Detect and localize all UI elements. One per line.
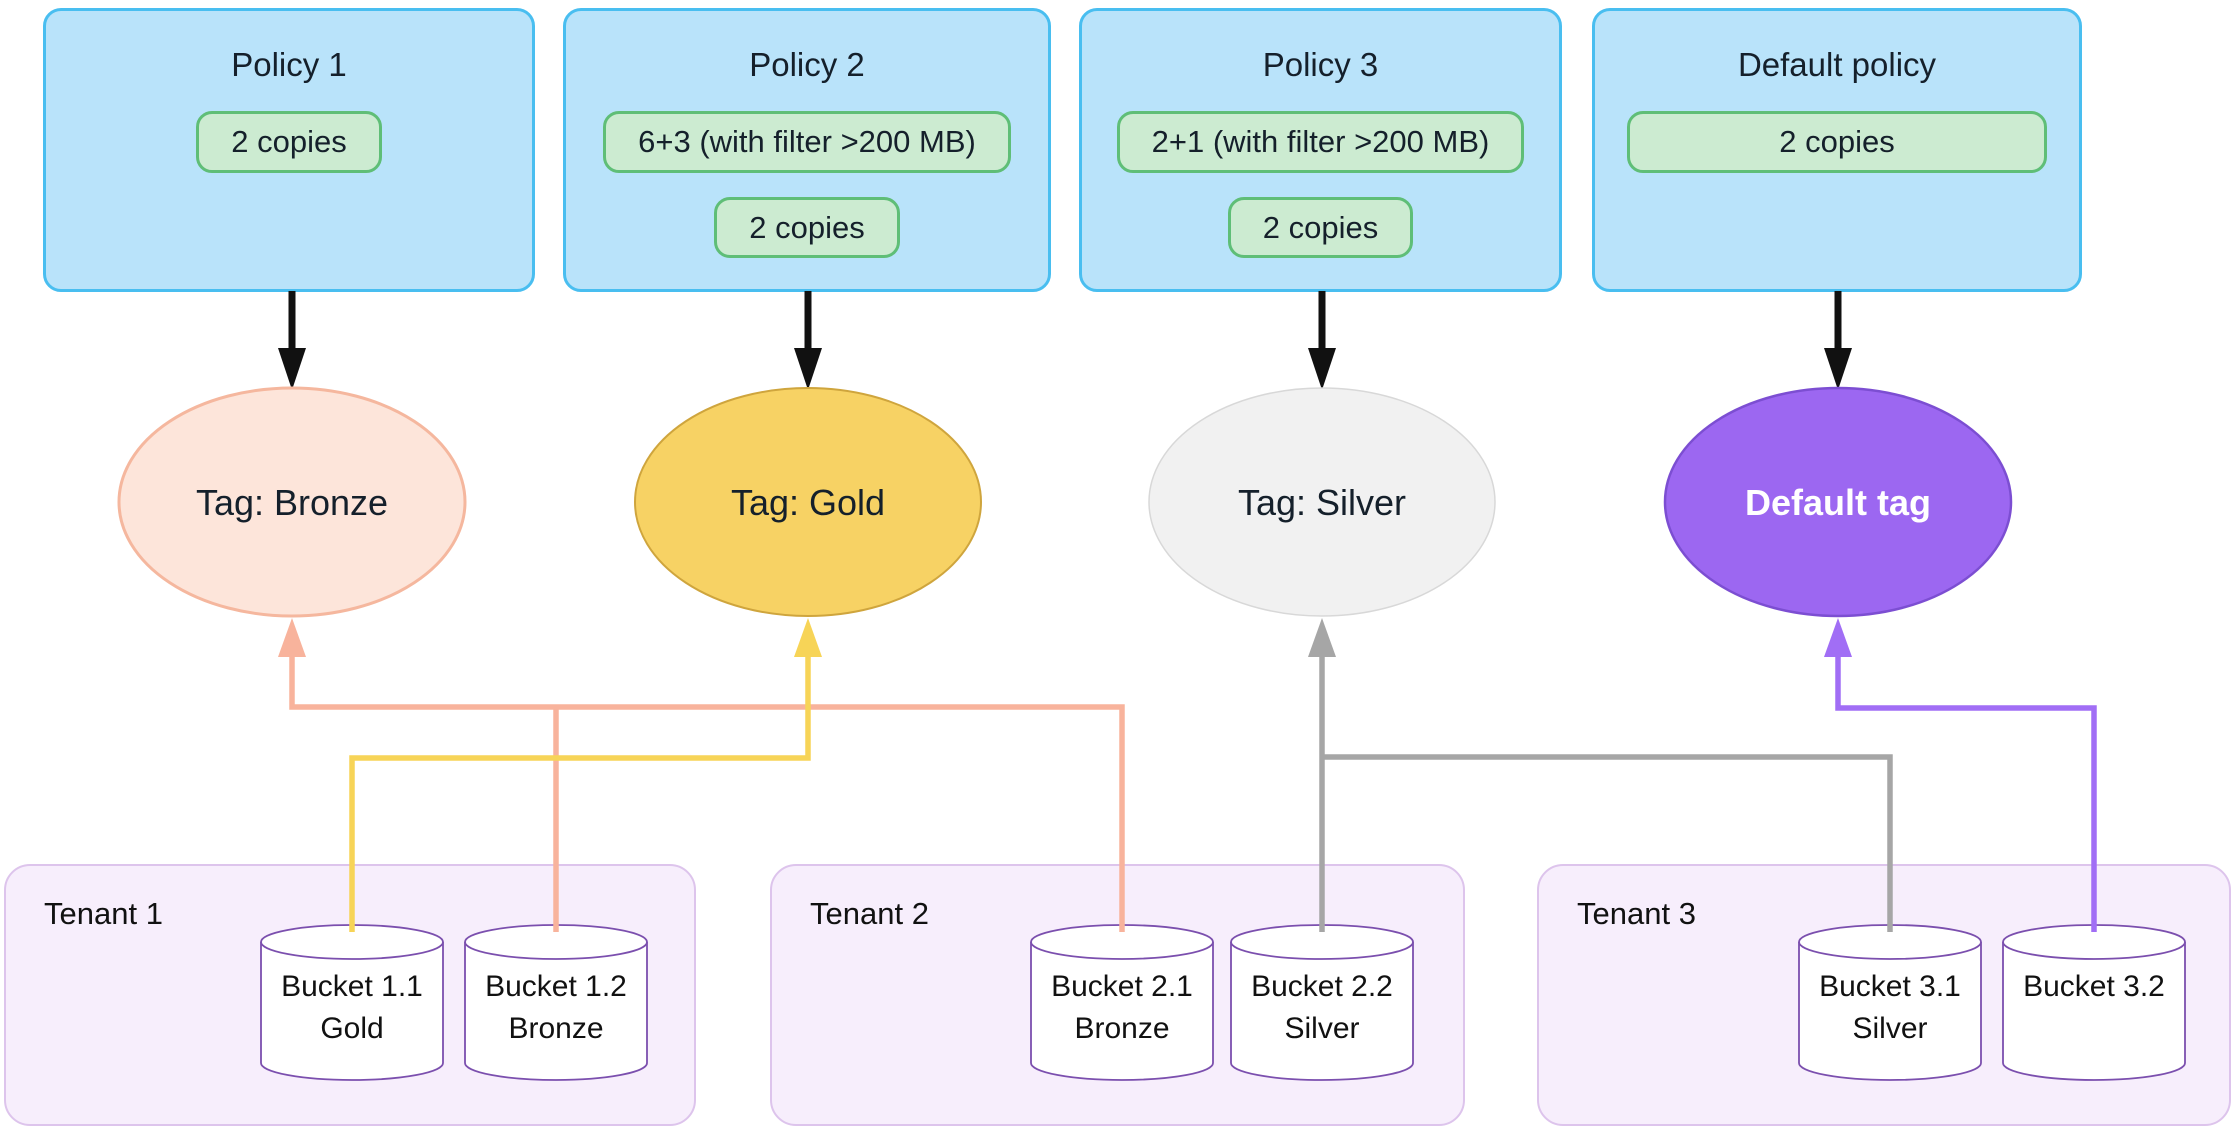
bucket-tag: Bronze (1074, 1012, 1170, 1045)
cylinder-body (1230, 942, 1414, 1081)
connector-silver-line (1319, 654, 1893, 932)
rule-pill: 2 copies (1627, 111, 2047, 173)
gold-arrow-head-icon (794, 618, 822, 657)
policy-box-2: Policy 2 6+3 (with filter >200 MB) 2 cop… (563, 8, 1051, 292)
bucket-name: Bucket 2.2 (1251, 970, 1393, 1003)
bucket-label: Bucket 1.1 Gold (258, 966, 446, 1050)
bucket-name: Bucket 1.2 (485, 970, 627, 1003)
policy-title: Policy 3 (1262, 46, 1379, 83)
bucket-cylinder-icon (464, 924, 648, 1081)
cylinder-body (260, 942, 444, 1081)
connector-purple-line (1835, 654, 2097, 932)
connector-gold-line (349, 654, 811, 932)
bucket-label: Bucket 1.2 Bronze (462, 966, 650, 1050)
bucket-name: Bucket 2.1 (1051, 970, 1193, 1003)
bucket-3-1: Bucket 3.1 Silver (1796, 920, 1984, 1086)
policy-title: Default policy (1737, 46, 1937, 83)
bucket-tag: Silver (1284, 1012, 1360, 1045)
tenant-label: Tenant 2 (810, 896, 929, 931)
policy-rules: 2+1 (with filter >200 MB) 2 copies (1116, 111, 1525, 259)
policy-rules: 6+3 (with filter >200 MB) 2 copies (603, 111, 1011, 259)
rule-pill: 2+1 (with filter >200 MB) (1116, 111, 1525, 173)
bucket-cylinder-icon (1030, 924, 1214, 1081)
rule-pill: 2 copies (196, 111, 382, 173)
silver-arrow-head-icon (1308, 618, 1336, 657)
bucket-tag: Gold (320, 1012, 384, 1045)
rule-pill: 2 copies (714, 196, 900, 259)
tenant-label: Tenant 1 (44, 896, 163, 931)
bucket-cylinder-icon (260, 924, 444, 1081)
tag-label-gold: Tag: Gold (730, 482, 886, 523)
bucket-label: Bucket 3.2 (2000, 966, 2188, 1008)
policy-arrow-head-icon (278, 348, 306, 390)
bucket-name: Bucket 3.1 (1819, 970, 1961, 1003)
bucket-cylinder-icon (1230, 924, 1414, 1081)
policy-rules: 2 copies (196, 111, 382, 173)
connector-bronze-line (289, 654, 1125, 932)
bucket-2-1: Bucket 2.1 Bronze (1028, 920, 1216, 1086)
tag-label-silver: Tag: Silver (1237, 482, 1407, 523)
bucket-cylinder-icon (1798, 924, 1982, 1081)
bucket-label: Bucket 3.1 Silver (1796, 966, 1984, 1050)
bucket-label: Bucket 2.2 Silver (1228, 966, 1416, 1050)
policy-rules: 2 copies (1627, 111, 2047, 173)
cylinder-body (1798, 942, 1982, 1081)
rule-pill: 2 copies (1227, 196, 1414, 259)
bucket-1-1: Bucket 1.1 Gold (258, 920, 446, 1086)
tag-label-bronze: Tag: Bronze (195, 482, 389, 523)
bronze-arrow-head-icon (278, 618, 306, 657)
policy-arrow-head-icon (794, 348, 822, 390)
purple-arrow-head-icon (1824, 618, 1852, 657)
tag-ellipse-gold (634, 387, 982, 617)
cylinder-body (1030, 942, 1214, 1081)
policy-box-1: Policy 1 2 copies (43, 8, 535, 292)
policy-title: Policy 2 (749, 46, 865, 83)
policy-arrow-head-icon (1308, 348, 1336, 390)
rule-pill: 6+3 (with filter >200 MB) (603, 111, 1011, 173)
tag-ellipse-silver (1148, 387, 1496, 617)
bucket-tag: Bronze (508, 1012, 604, 1045)
bucket-3-2: Bucket 3.2 (2000, 920, 2188, 1086)
policy-title: Policy 1 (231, 46, 347, 83)
bucket-cylinder-icon (2002, 924, 2186, 1081)
tag-ellipse-default (1663, 386, 2013, 618)
bucket-1-2: Bucket 1.2 Bronze (462, 920, 650, 1086)
cylinder-body (464, 942, 648, 1081)
policy-arrow-icons (278, 291, 1852, 390)
tag-ellipse-bronze (117, 386, 467, 618)
policy-box-3: Policy 3 2+1 (with filter >200 MB) 2 cop… (1079, 8, 1562, 292)
bucket-label: Bucket 2.1 Bronze (1028, 966, 1216, 1050)
bucket-name: Bucket 3.2 (2023, 970, 2165, 1003)
bucket-2-2: Bucket 2.2 Silver (1228, 920, 1416, 1086)
cylinder-body (2002, 942, 2186, 1081)
bucket-name: Bucket 1.1 (281, 970, 423, 1003)
policy-arrow-head-icon (1824, 348, 1852, 390)
policy-box-default: Default policy 2 copies (1592, 8, 2082, 292)
bucket-tag: Silver (1852, 1012, 1928, 1045)
tag-label-default: Default tag (1744, 482, 1931, 523)
tenant-label: Tenant 3 (1577, 896, 1696, 931)
